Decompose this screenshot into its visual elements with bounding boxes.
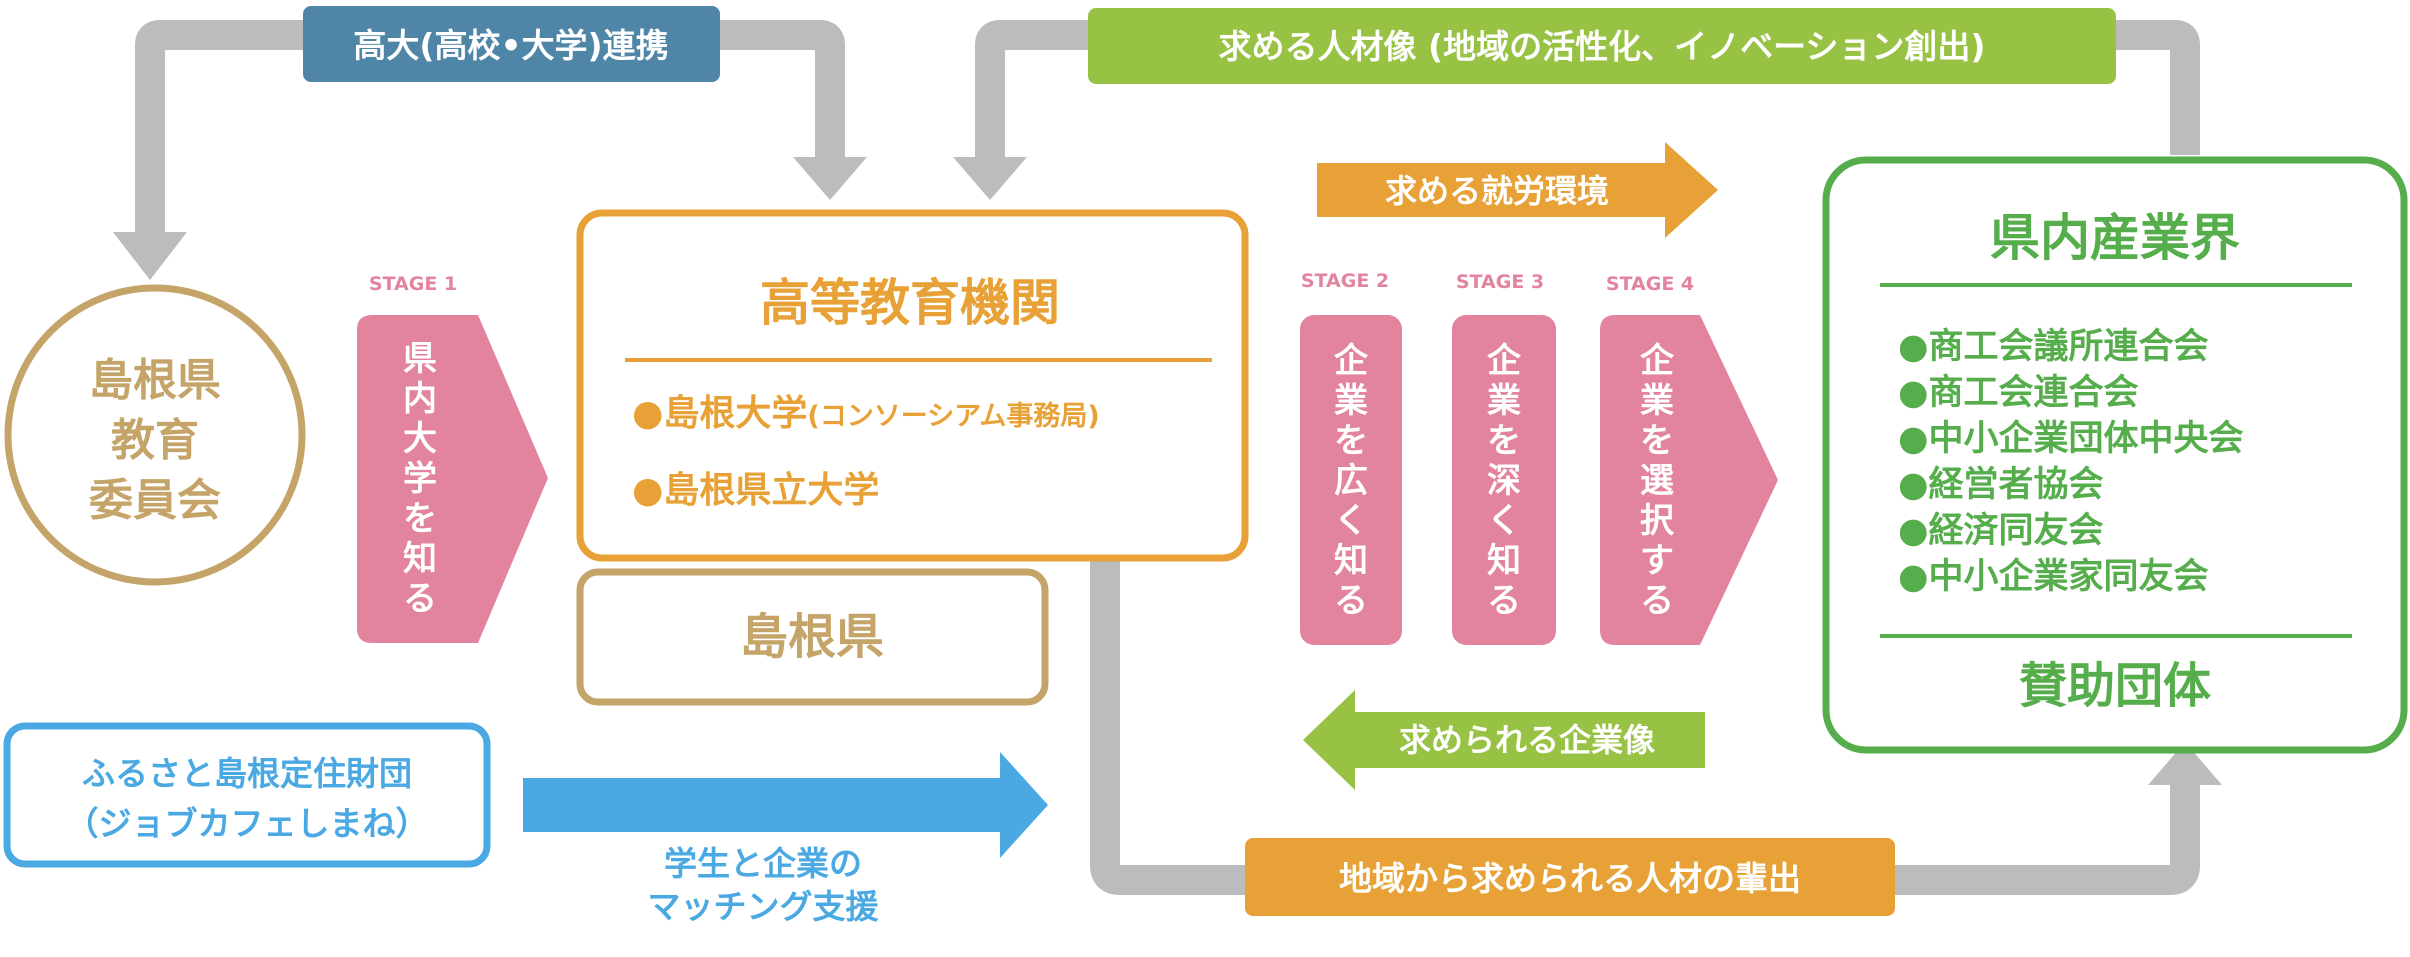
arrowhead-to-industry <box>2148 742 2222 785</box>
industry-title: 県内産業界 <box>1990 209 2240 267</box>
stage3-text: 企 業 を 深 く 知 る <box>1487 341 1522 621</box>
matching-label-2: マッチング支援 <box>648 887 880 926</box>
svg-text:る: る <box>1334 581 1368 621</box>
board-line1: 島根県 <box>89 355 221 406</box>
stage3-box <box>1452 315 1556 645</box>
board-line3: 委員会 <box>89 475 221 526</box>
higher-ed-box <box>576 209 1249 562</box>
industry-item: ●経済同友会 <box>1898 511 2104 551</box>
arrowhead-to-board <box>113 232 187 280</box>
higher-ed-title: 高等教育機関 <box>760 274 1060 332</box>
svg-text:を: を <box>403 499 437 539</box>
svg-text:知: 知 <box>1487 541 1521 581</box>
svg-text:す: す <box>1640 541 1674 581</box>
higher-ed-item1: ●島根大学(コンソーシアム事務局) <box>632 392 1100 434</box>
svg-text:業: 業 <box>1334 381 1368 421</box>
svg-text:業: 業 <box>1487 381 1521 421</box>
stage2-text: 企 業 を 広 く 知 る <box>1334 341 1369 621</box>
furusato-box <box>3 722 491 868</box>
stage3-label: STAGE 3 <box>1456 271 1544 293</box>
svg-text:選: 選 <box>1640 461 1674 501</box>
chiiki-label: 地域から求められる人材の輩出 <box>1339 859 1801 898</box>
svg-text:る: る <box>1640 581 1674 621</box>
arrowhead-to-higher-ed-right <box>953 157 1027 200</box>
stage1-text: 県 内 大 学 を 知 る <box>403 339 437 619</box>
jinzai-label-box <box>1088 8 2116 84</box>
svg-text:業: 業 <box>1640 381 1674 421</box>
svg-text:を: を <box>1640 421 1674 461</box>
stage1-chevron <box>357 315 548 643</box>
chiiki-label-box <box>1245 838 1895 916</box>
svg-text:を: を <box>1334 421 1368 461</box>
svg-text:大: 大 <box>403 419 437 459</box>
matching-arrow <box>523 752 1048 858</box>
koudai-label-box <box>303 6 720 82</box>
svg-text:学: 学 <box>403 459 437 499</box>
stage4-label: STAGE 4 <box>1606 273 1694 295</box>
svg-text:る: る <box>1487 581 1521 621</box>
svg-text:る: る <box>403 579 437 619</box>
industry-footer: 賛助団体 <box>2019 658 2211 714</box>
furusato-line1: ふるさと島根定住財団 <box>82 754 412 793</box>
svg-text:く: く <box>1487 501 1521 541</box>
higher-ed-item2: ●島根県立大学 <box>632 469 879 511</box>
industry-item: ●商工会議所連合会 <box>1898 327 2209 367</box>
motomerareru-label: 求められる企業像 <box>1399 721 1655 759</box>
svg-text:を: を <box>1487 421 1521 461</box>
board-line2: 教育 <box>111 415 199 466</box>
stage1-label: STAGE 1 <box>369 273 457 295</box>
svg-text:知: 知 <box>1334 541 1368 581</box>
industry-list: ●商工会議所連合会 ●商工会連合会 ●中小企業団体中央会 ●経営者協会 ●経済同… <box>1898 327 2244 597</box>
svg-text:企: 企 <box>1334 341 1369 381</box>
industry-item: ●中小企業団体中央会 <box>1898 418 2244 459</box>
arrowhead-to-higher-ed-left <box>793 157 867 200</box>
svg-text:内: 内 <box>403 379 437 419</box>
motomerareru-arrow <box>1303 690 1705 790</box>
stage2-box <box>1300 315 1402 645</box>
industry-item: ●中小企業家同友会 <box>1898 556 2209 597</box>
svg-text:く: く <box>1334 501 1368 541</box>
shuro-arrow <box>1317 142 1718 238</box>
koudai-label: 高大(高校•大学)連携 <box>353 26 668 65</box>
matching-label-1: 学生と企業の <box>664 844 862 883</box>
jinzai-label: 求める人材像 (地域の活性化、イノベーション創出) <box>1219 27 1986 66</box>
board-circle <box>4 284 306 586</box>
svg-text:択: 択 <box>1640 501 1675 541</box>
svg-text:知: 知 <box>403 539 437 579</box>
stage4-chevron <box>1600 315 1778 645</box>
shuro-label: 求める就労環境 <box>1385 172 1609 210</box>
prefecture-box <box>576 568 1049 706</box>
svg-text:県: 県 <box>403 339 437 379</box>
industry-item: ●経営者協会 <box>1898 465 2104 505</box>
svg-text:深: 深 <box>1487 461 1521 501</box>
industry-item: ●商工会連合会 <box>1898 373 2139 413</box>
furusato-line2: （ジョブカフェしまね） <box>66 804 429 843</box>
svg-text:企: 企 <box>1640 341 1675 381</box>
prefecture-label: 島根県 <box>740 609 884 665</box>
svg-text:広: 広 <box>1334 461 1368 501</box>
svg-text:企: 企 <box>1487 341 1522 381</box>
stage4-text: 企 業 を 選 択 す る <box>1640 341 1675 621</box>
stage2-label: STAGE 2 <box>1301 270 1389 292</box>
industry-box <box>1822 156 2408 754</box>
